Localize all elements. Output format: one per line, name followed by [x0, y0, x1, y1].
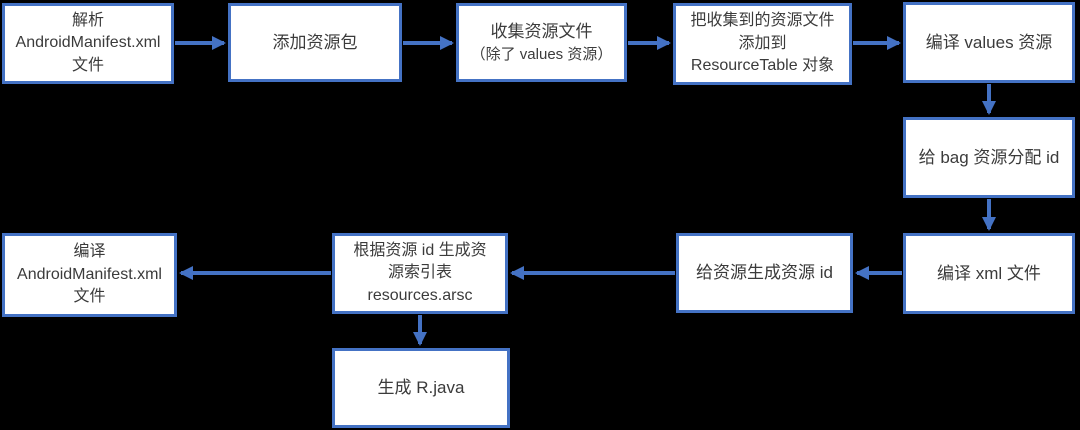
node-text-line: 源索引表: [387, 264, 452, 282]
node-text-line: ResourceTable 对象: [690, 57, 835, 75]
flow-node-compile-values: 编译 values 资源: [903, 2, 1075, 83]
node-text-line: AndroidManifest.xml: [15, 34, 161, 52]
flow-node-parse-manifest: 解析 AndroidManifest.xml 文件: [2, 3, 174, 84]
flow-node-compile-xml: 编译 xml 文件: [903, 233, 1075, 314]
node-text-line: AndroidManifest.xml: [17, 265, 162, 283]
node-text-line: 编译: [73, 243, 106, 261]
node-text-line: 文件: [73, 288, 106, 306]
node-text-line: 把收集到的资源文件: [690, 12, 835, 30]
node-text-line: 编译 values 资源: [925, 32, 1053, 52]
node-text-line: 收集资源文件: [490, 22, 593, 42]
flow-node-add-resource-package: 添加资源包: [228, 3, 402, 82]
flow-node-generate-resource-id: 给资源生成资源 id: [676, 233, 853, 313]
node-text-line: 添加资源包: [272, 32, 358, 52]
node-text-line: 根据资源 id 生成资: [353, 241, 487, 259]
flow-node-generate-resources-arsc: 根据资源 id 生成资 源索引表 resources.arsc: [332, 233, 508, 314]
flow-node-generate-r-java: 生成 R.java: [332, 348, 510, 428]
node-text-line: 给资源生成资源 id: [696, 263, 833, 283]
node-text-line: 添加到: [738, 34, 787, 52]
node-text-line: 编译 xml 文件: [937, 263, 1041, 283]
node-text-line: （除了 values 资源）: [470, 45, 613, 63]
node-text-line: 文件: [71, 56, 104, 74]
node-text-line: 给 bag 资源分配 id: [918, 147, 1060, 167]
flow-node-assign-bag-resource-id: 给 bag 资源分配 id: [903, 117, 1075, 198]
node-text-line: 生成 R.java: [377, 378, 465, 398]
node-text-line: 解析: [71, 11, 104, 29]
node-text-line: resources.arsc: [367, 286, 473, 304]
flow-node-collect-resource-files: 收集资源文件 （除了 values 资源）: [456, 3, 627, 82]
flow-node-compile-manifest: 编译 AndroidManifest.xml 文件: [2, 233, 177, 317]
flow-node-add-to-resourcetable: 把收集到的资源文件 添加到 ResourceTable 对象: [673, 3, 852, 85]
